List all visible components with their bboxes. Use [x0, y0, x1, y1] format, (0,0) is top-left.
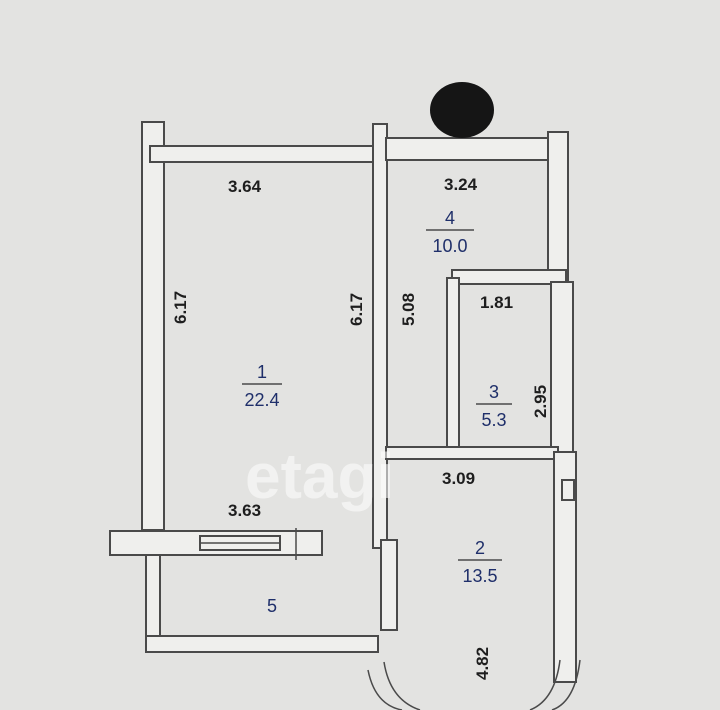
- dim-room2-top: 3.09: [442, 469, 475, 488]
- room-area: 5.3: [481, 410, 506, 430]
- watermark: etagi: [245, 440, 394, 512]
- dim-room1-bottom: 3.63: [228, 501, 261, 520]
- dim-room4-left: 5.08: [399, 293, 418, 326]
- room-4-label: 4 10.0: [426, 208, 474, 256]
- room-area: 10.0: [432, 236, 467, 256]
- room-number: 1: [257, 362, 267, 382]
- ink-blot: [430, 82, 494, 138]
- dim-room4-top: 3.24: [444, 175, 478, 194]
- room-number: 3: [489, 382, 499, 402]
- room-3-walls: [446, 277, 574, 453]
- dim-room1-top: 3.64: [228, 177, 262, 196]
- room-4-walls: [385, 131, 569, 285]
- dim-room2-left: 4.82: [473, 647, 492, 680]
- room-1-label: 1 22.4: [242, 362, 282, 410]
- room-number: 2: [475, 538, 485, 558]
- dim-room3-top: 1.81: [480, 293, 513, 312]
- room-number: 5: [267, 596, 277, 616]
- room-2-top-wall: [385, 446, 559, 460]
- room-area: 13.5: [462, 566, 497, 586]
- room-5-label: 5: [267, 596, 277, 616]
- room-3-label: 3 5.3: [476, 382, 512, 430]
- dim-room3-right: 2.95: [531, 385, 550, 418]
- room-1-walls: [141, 121, 388, 549]
- room-2-walls: [367, 451, 581, 710]
- room-area: 22.4: [244, 390, 279, 410]
- room-number: 4: [445, 208, 455, 228]
- room-2-label: 2 13.5: [458, 538, 502, 586]
- dim-room1-right: 6.17: [347, 293, 366, 326]
- room-5-walls: [109, 528, 379, 653]
- dim-room1-left: 6.17: [171, 291, 190, 324]
